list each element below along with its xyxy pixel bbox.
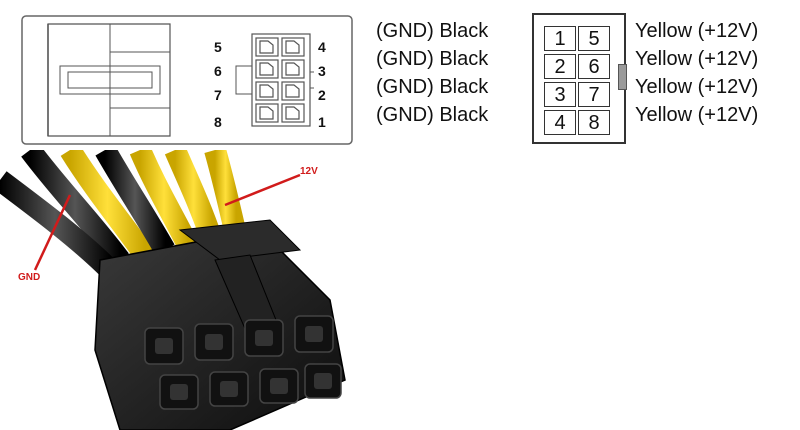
gnd-label-pin-2: (GND) Black — [376, 48, 489, 70]
v12-label-pin-6: Yellow (+12V) — [635, 48, 759, 70]
gnd-label-pin-3: (GND) Black — [376, 76, 489, 98]
pin-cell-1: 1 — [544, 26, 576, 51]
connector-latch-tab — [618, 64, 627, 90]
gnd-label-pin-1: (GND) Black — [376, 20, 489, 42]
gnd-label-pin-4: (GND) Black — [376, 104, 489, 126]
pin-cell-8: 8 — [578, 110, 610, 135]
side-pin-left-6: 6 — [214, 63, 222, 79]
connector-housing — [94, 219, 346, 430]
pin-cell-2: 2 — [544, 54, 576, 79]
pinout-diagram: (GND) Black (GND) Black (GND) Black (GND… — [370, 12, 800, 152]
v12-label-pin-5: Yellow (+12V) — [635, 20, 759, 42]
callout-lines — [33, 173, 301, 271]
pin-cell-5: 5 — [578, 26, 610, 51]
connector-side-view: 5 6 7 8 4 3 2 1 — [21, 15, 353, 145]
connector-photo — [0, 150, 346, 430]
side-pin-right-2: 2 — [318, 87, 326, 103]
pin-cell-6: 6 — [578, 54, 610, 79]
pinout-connector-box: 1 5 2 6 3 7 4 8 — [532, 13, 626, 144]
side-pin-left-5: 5 — [214, 39, 222, 55]
pin-cell-7: 7 — [578, 82, 610, 107]
pin-cell-4: 4 — [544, 110, 576, 135]
side-pin-left-8: 8 — [214, 114, 222, 130]
v12-label-pin-8: Yellow (+12V) — [635, 104, 759, 126]
v12-label-pin-7: Yellow (+12V) — [635, 76, 759, 98]
callout-12v-label: 12V — [300, 166, 318, 177]
side-pin-right-4: 4 — [318, 39, 326, 55]
pin-cell-3: 3 — [544, 82, 576, 107]
callout-gnd-label: GND — [18, 272, 41, 283]
side-pin-left-7: 7 — [214, 87, 222, 103]
side-pin-right-3: 3 — [318, 63, 326, 79]
side-pin-right-1: 1 — [318, 114, 326, 130]
